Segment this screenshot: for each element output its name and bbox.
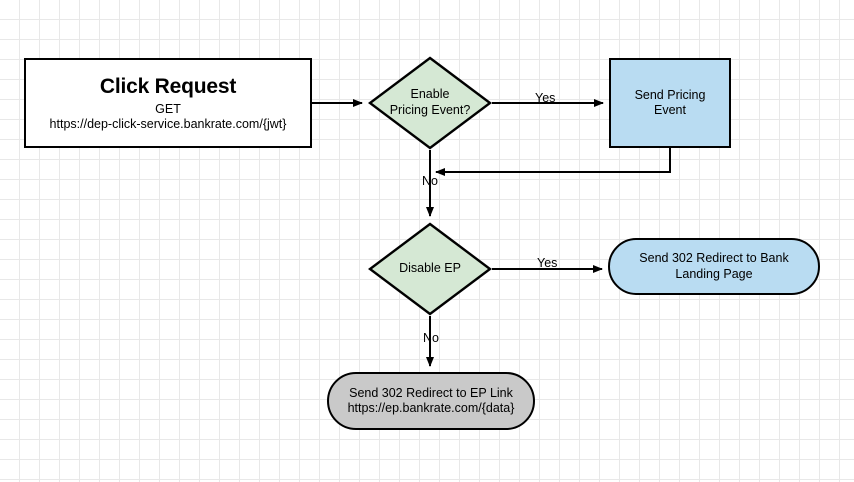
edge-send-pricing-back-to-trunk (435, 148, 671, 176)
edge-label-yes-enable-pricing: Yes (535, 91, 556, 105)
edge-label-no-disable-ep: No (423, 331, 439, 345)
ep-link-line2: https://ep.bankrate.com/{data} (347, 401, 515, 415)
enable-pricing-event-line1: Enable (410, 87, 450, 102)
node-disable-ep[interactable]: Disable EP (368, 222, 492, 316)
bank-landing-line2: Landing Page (675, 266, 753, 281)
edge-label-no-enable-pricing: No (422, 174, 438, 188)
edge-label-yes-disable-ep: Yes (537, 256, 558, 270)
enable-pricing-event-diamond-shape (368, 56, 492, 150)
click-request-url: https://dep-click-service.bankrate.com/{… (49, 116, 287, 131)
disable-ep-label: Disable EP (368, 222, 492, 316)
enable-pricing-event-label: Enable Pricing Event? (368, 56, 492, 150)
disable-ep-diamond-shape (368, 222, 492, 316)
click-request-method: GET (155, 101, 181, 116)
node-ep-link[interactable]: Send 302 Redirect to EP Link https://ep.… (327, 372, 535, 430)
bank-landing-line1: Send 302 Redirect to Bank (639, 251, 789, 266)
disable-ep-line1: Disable EP (399, 261, 461, 276)
enable-pricing-event-line2: Pricing Event? (389, 103, 471, 117)
click-request-title: Click Request (99, 74, 237, 98)
send-pricing-event-line2: Event (654, 103, 686, 117)
node-send-pricing-event[interactable]: Send Pricing Event (609, 58, 731, 148)
node-click-request[interactable]: Click Request GET https://dep-click-serv… (24, 58, 312, 148)
node-bank-landing-page[interactable]: Send 302 Redirect to Bank Landing Page (608, 238, 820, 295)
send-pricing-event-line1: Send Pricing (634, 87, 706, 102)
node-enable-pricing-event[interactable]: Enable Pricing Event? (368, 56, 492, 150)
ep-link-line1: Send 302 Redirect to EP Link (349, 385, 513, 400)
